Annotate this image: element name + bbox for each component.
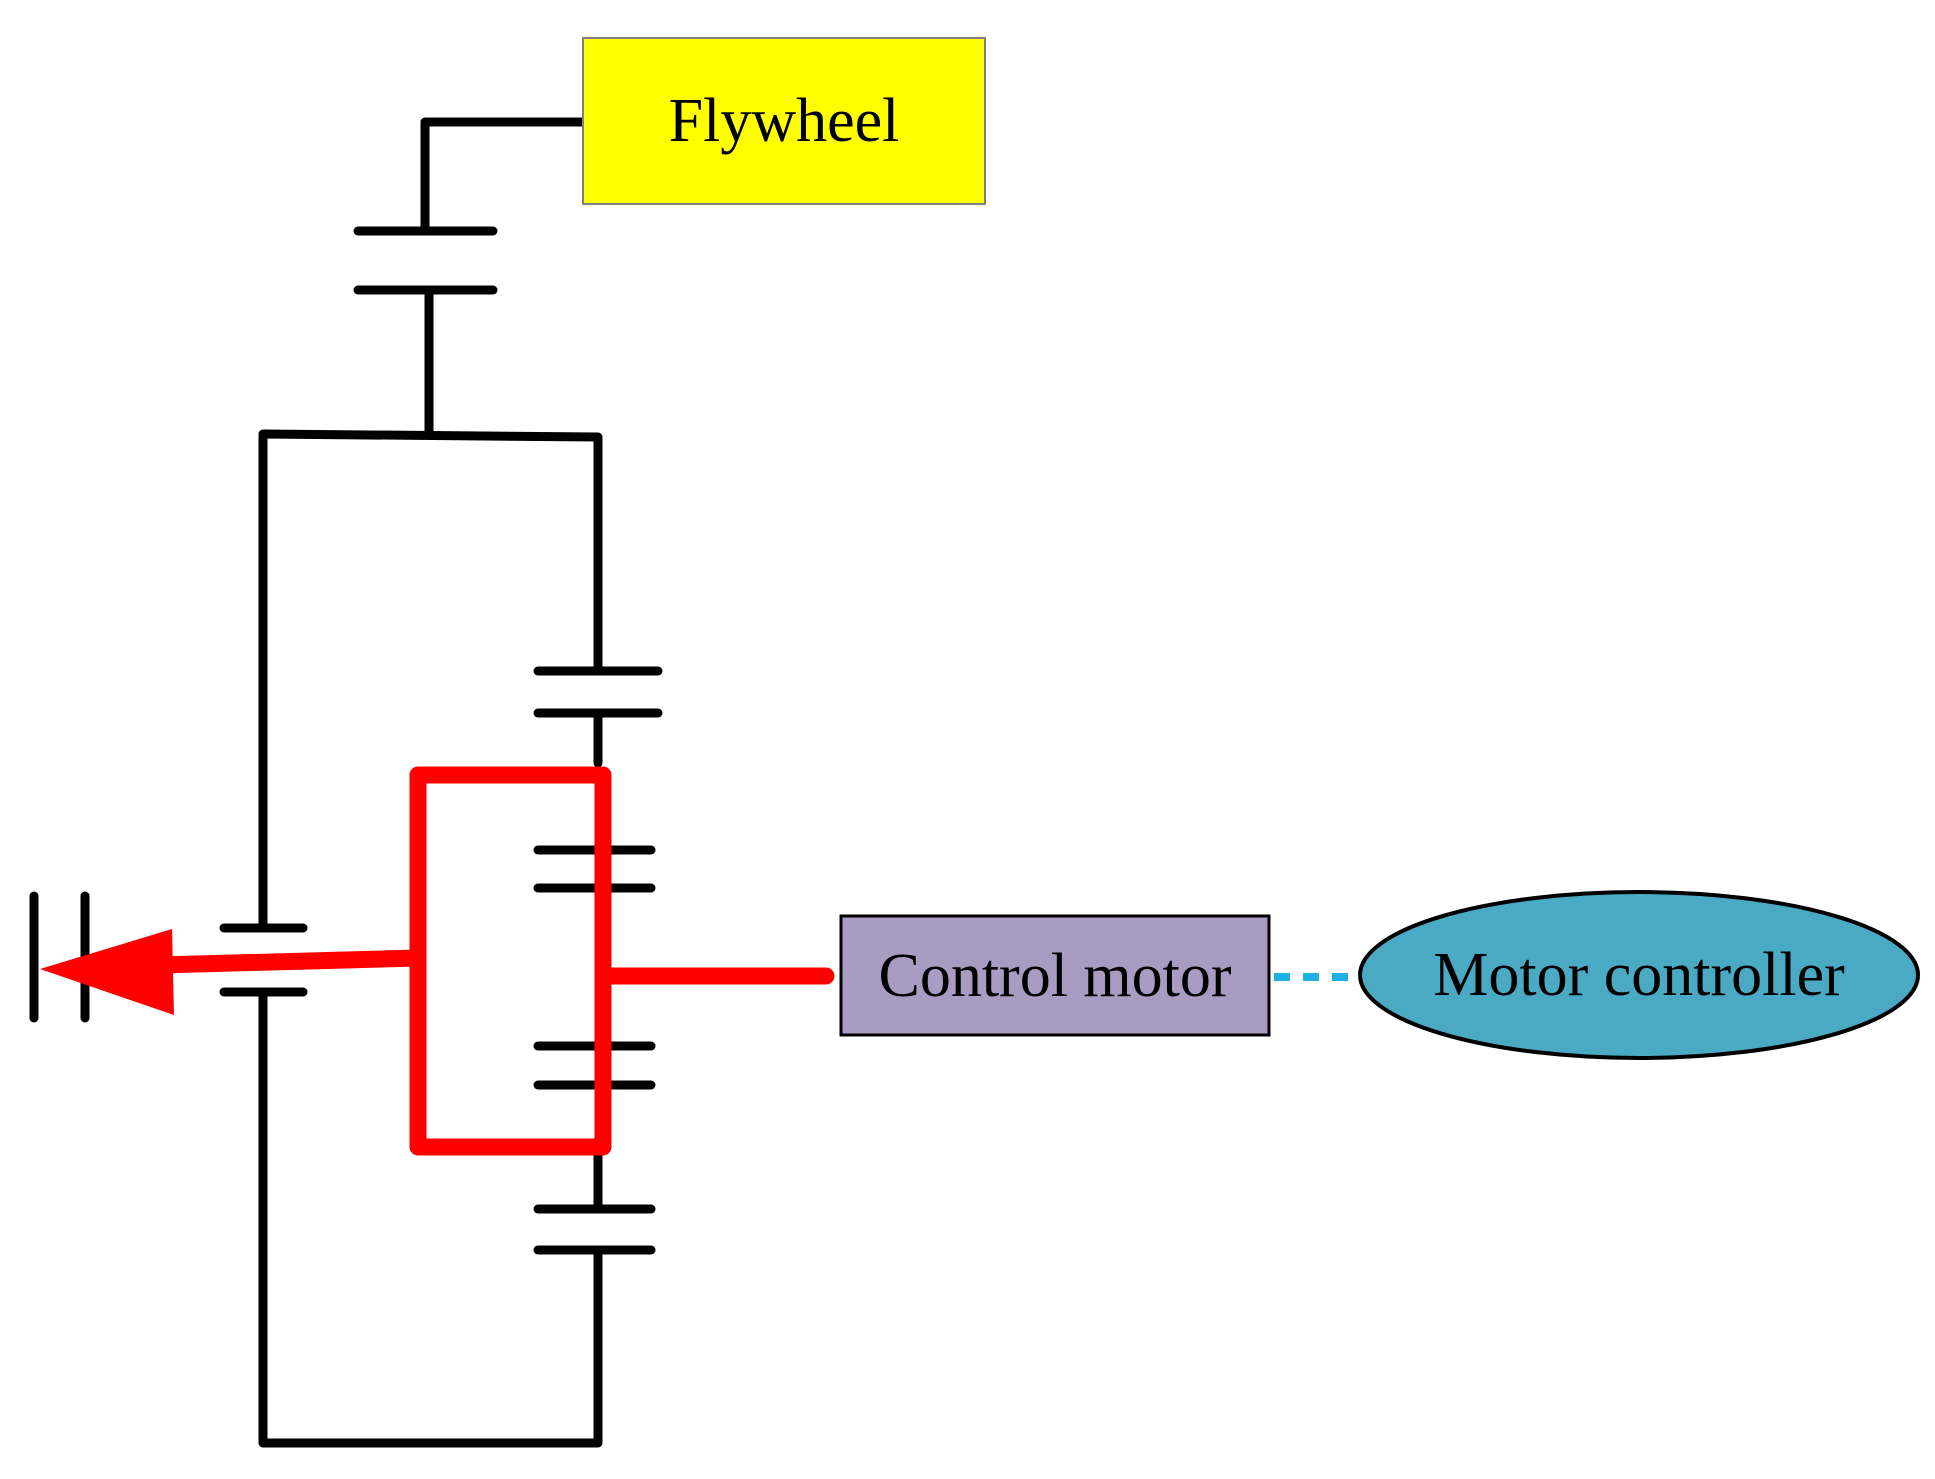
control-motor-label: Control motor xyxy=(878,942,1231,1010)
flywheel-box xyxy=(582,37,986,205)
control-motor-box xyxy=(839,914,1271,1037)
ring-frame-bottom xyxy=(258,990,603,1448)
carrier-output-shaft xyxy=(151,949,427,974)
power-flow-arrowhead xyxy=(40,929,174,1015)
motor-controller-label: Motor controller xyxy=(1433,941,1845,1009)
flywheel-label: Flywheel xyxy=(669,87,900,155)
ring-frame-top xyxy=(258,429,603,929)
flywheel-link xyxy=(420,117,588,232)
motor-controller-ellipse xyxy=(1358,890,1920,1060)
carrier-frame xyxy=(409,766,612,1156)
